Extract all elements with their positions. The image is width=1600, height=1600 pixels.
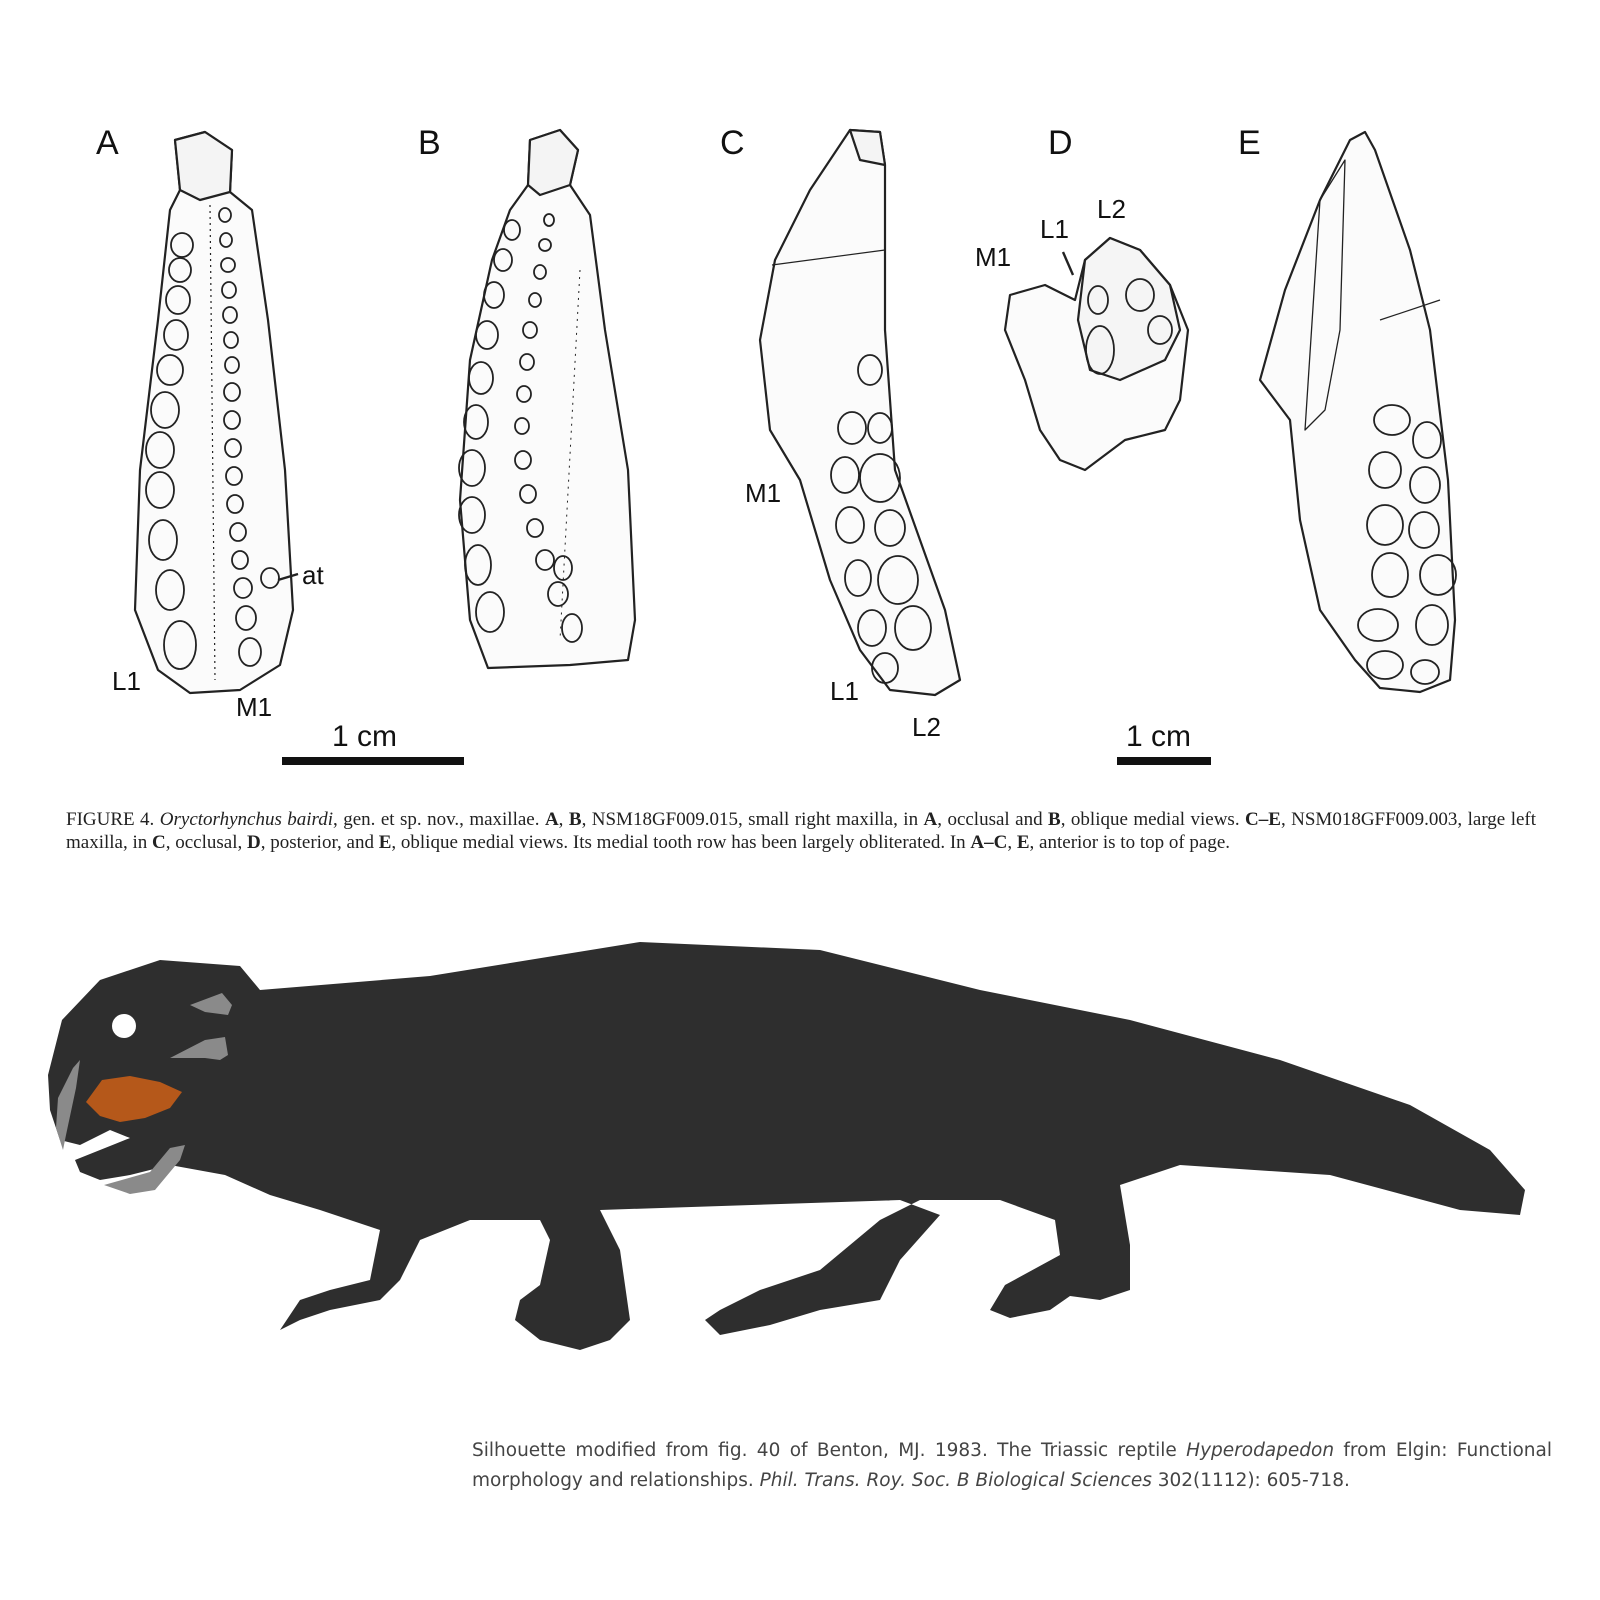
maxilla-b-drawing — [458, 128, 637, 670]
annotation-a-m1: M1 — [236, 692, 273, 722]
panel-label-c: C — [720, 124, 745, 162]
annotation-c-l1: L1 — [830, 676, 859, 706]
upper-skull-marking-2 — [170, 1037, 228, 1060]
annotation-d-l1: L1 — [1040, 214, 1069, 244]
figure-caption: FIGURE 4. Oryctorhynchus bairdi, gen. et… — [66, 809, 1537, 853]
lower-jaw-plate — [104, 1145, 185, 1194]
silhouette-credit: Silhouette modified from fig. 40 of Bent… — [472, 1440, 1553, 1491]
scale-bar-label-2: 1 cm — [1126, 720, 1192, 753]
premaxillary-beak — [56, 1060, 80, 1150]
fossil-drawings — [133, 128, 1457, 697]
silhouette-body — [48, 942, 1525, 1350]
panel-label-a: A — [96, 124, 119, 162]
scale-bar-label-1: 1 cm — [332, 720, 398, 753]
maxilla-e-drawing — [1258, 130, 1457, 694]
maxilla-c-drawing — [758, 128, 962, 697]
upper-skull-marking-1 — [190, 993, 232, 1015]
panel-label-d: D — [1048, 124, 1073, 162]
panel-label-e: E — [1238, 124, 1261, 162]
scale-bar-2 — [1117, 757, 1211, 765]
maxilla-a-drawing — [133, 130, 299, 695]
annotation-a-at: at — [302, 560, 324, 590]
annotation-a-l1: L1 — [112, 666, 141, 696]
panel-label-b: B — [418, 124, 441, 162]
annotation-c-m1: M1 — [745, 478, 782, 508]
annotation-d-m1: M1 — [975, 242, 1012, 272]
scale-bar-1 — [282, 757, 464, 765]
annotation-d-l2: L2 — [1097, 194, 1126, 224]
annotation-c-l2: L2 — [912, 712, 941, 742]
eye-icon — [112, 1014, 136, 1038]
tooth-plate — [86, 1076, 182, 1122]
maxilla-d-drawing — [1003, 236, 1190, 472]
